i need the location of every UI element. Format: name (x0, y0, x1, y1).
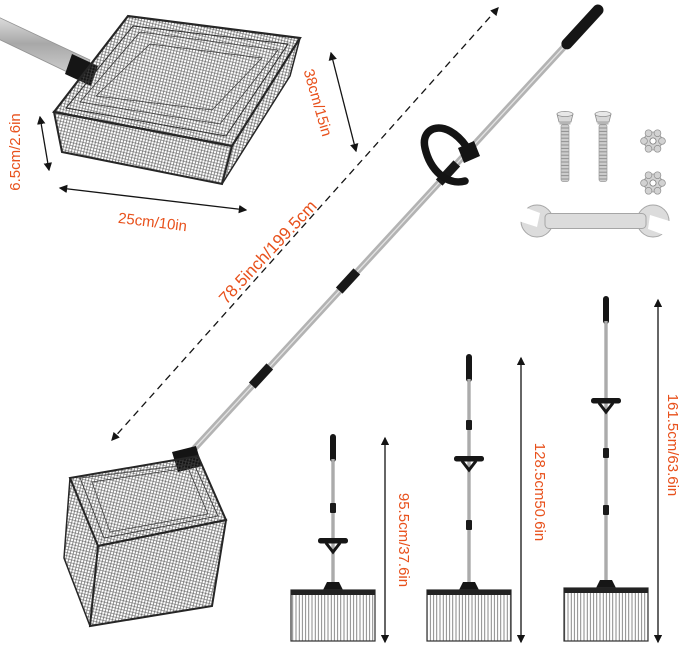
joint (603, 505, 609, 515)
flower-nut (640, 129, 666, 153)
bracket (323, 582, 343, 590)
joint (466, 420, 472, 430)
pole-joint (335, 268, 361, 294)
t-handle (454, 456, 484, 462)
dimension-label-height-small: 95.5cm/37.6in (395, 493, 412, 587)
pole-grip (561, 4, 604, 50)
joint (466, 520, 472, 530)
bolt (594, 111, 612, 182)
tool-size-large (563, 296, 649, 642)
dimension-label-basket-side: 38cm/15in (300, 67, 335, 138)
dimension-height-small: 95.5cm/37.6in (380, 436, 412, 644)
wrench-open-end (509, 203, 540, 227)
dimension-label-basket-width: 25cm/10in (117, 210, 188, 235)
bolt (556, 111, 574, 182)
t-handle (591, 398, 621, 404)
t-handle (318, 538, 348, 544)
basket (290, 589, 376, 642)
basket (563, 587, 649, 642)
width-arrow (58, 184, 248, 214)
side-arrow (328, 51, 359, 153)
wrench-open-end (648, 215, 679, 239)
dimension-label-pole-length: 78.5inch/199.5cm (215, 197, 320, 308)
tool-size-medium (426, 354, 512, 642)
dimension-basket-depth: 6.5cm/2.6in (7, 113, 52, 191)
dimension-basket-side: 38cm/15in (300, 51, 359, 153)
basket-left-face (63, 477, 99, 627)
pole-length-arrow (111, 7, 499, 441)
dimension-label-basket-depth: 6.5cm/2.6in (7, 113, 24, 191)
wrench (509, 203, 679, 239)
tool-size-small (290, 434, 376, 642)
assembled-wire-basket (63, 446, 228, 628)
wire-scoop-basket (52, 14, 302, 186)
dimension-height-medium: 128.5cm50.6in (516, 356, 548, 644)
dimension-label-height-large: 161.5cm/63.6in (664, 394, 679, 497)
dimension-height-large: 161.5cm/63.6in (653, 298, 679, 644)
dimension-basket-width: 25cm/10in (58, 184, 248, 235)
depth-arrow (37, 115, 52, 172)
bracket (459, 582, 479, 590)
dimension-label-height-medium: 128.5cm50.6in (531, 443, 548, 541)
bracket (596, 580, 616, 588)
flower-nut (640, 171, 666, 195)
pole-joint (248, 363, 274, 389)
joint (330, 503, 336, 513)
basket (426, 589, 512, 642)
joint (603, 448, 609, 458)
